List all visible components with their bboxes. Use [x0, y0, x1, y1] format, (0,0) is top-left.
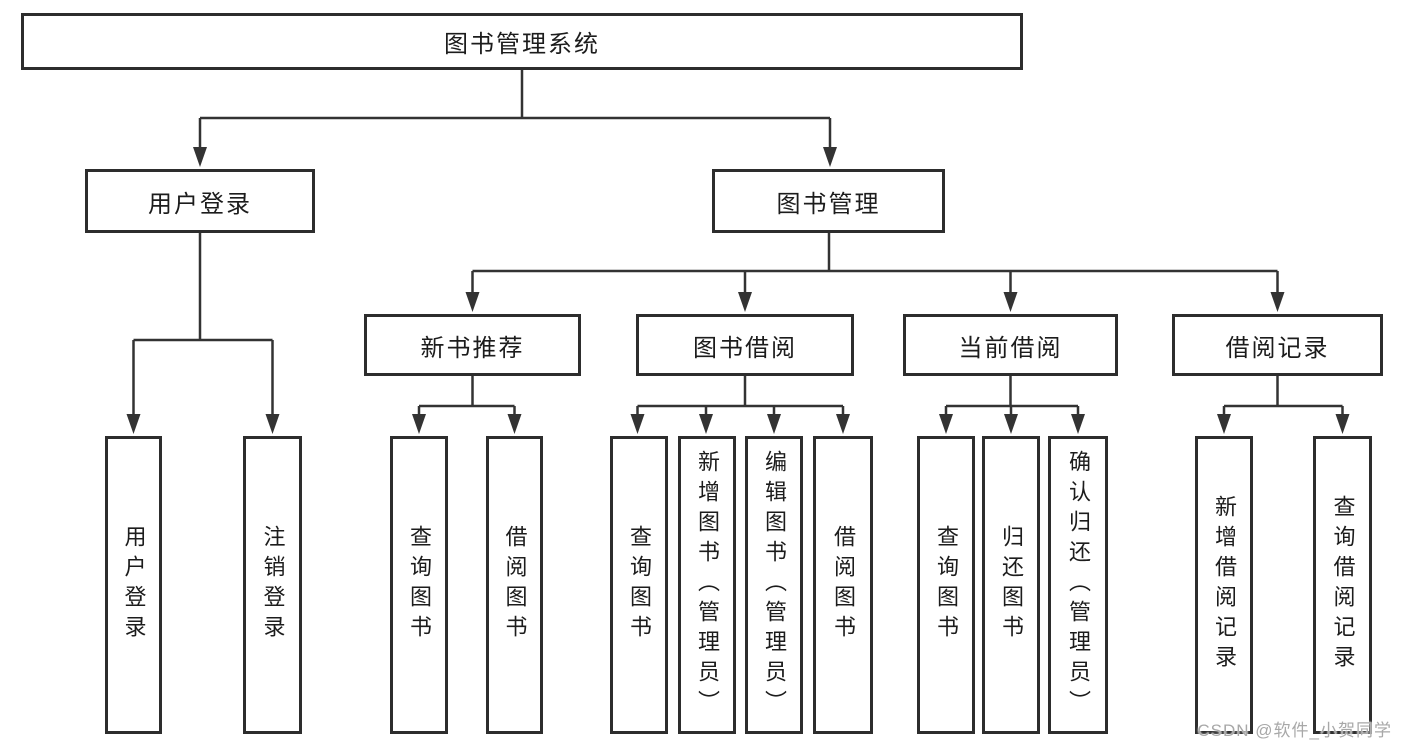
node-label: 新增借阅记录 — [1212, 495, 1237, 675]
connector-current-borrow-children — [939, 376, 1085, 434]
arrow-down-icon — [507, 414, 522, 434]
node-new-book-recommend: 新书推荐 — [364, 314, 581, 376]
node-book-borrow: 图书借阅 — [636, 314, 854, 376]
arrow-down-icon — [1004, 414, 1018, 434]
arrow-down-icon — [738, 292, 752, 312]
arrow-down-icon — [1071, 414, 1085, 434]
node-label: 借阅图书 — [831, 525, 856, 645]
arrow-down-icon — [412, 414, 426, 434]
connector-root-to-level2 — [193, 70, 837, 167]
arrow-down-icon — [836, 414, 850, 434]
node-label: 图书管理 — [776, 190, 881, 218]
arrow-down-icon — [465, 292, 480, 312]
csdn-watermark: CSDN @软件_小贺同学 — [1197, 721, 1392, 740]
arrow-down-icon — [1003, 292, 1018, 312]
node-label: 借阅图书 — [502, 525, 528, 645]
node-label: 查询图书 — [407, 525, 432, 645]
leaf-query-books-borrow: 查询图书 — [610, 436, 668, 734]
connector-book-borrow-children — [630, 376, 850, 434]
arrow-down-icon — [630, 414, 645, 434]
arrow-down-icon — [699, 414, 713, 434]
arrow-down-icon — [823, 147, 837, 167]
leaf-query-books-recommend: 查询图书 — [390, 436, 448, 734]
leaf-query-books-current: 查询图书 — [917, 436, 975, 734]
connector-book-mgmt-children — [465, 233, 1285, 312]
node-label: 注销登录 — [260, 525, 286, 645]
node-label: 查询图书 — [934, 525, 959, 645]
arrow-down-icon — [193, 147, 207, 167]
connector-user-login-children — [126, 233, 280, 434]
arrow-down-icon — [1217, 414, 1231, 434]
leaf-add-borrow-record: 新增借阅记录 — [1195, 436, 1253, 734]
leaf-edit-books-admin: 编辑图书（管理员） — [745, 436, 803, 734]
node-label: 编辑图书（管理员） — [762, 450, 787, 720]
arrow-down-icon — [126, 414, 141, 434]
node-label: 用户登录 — [148, 190, 252, 218]
arrow-down-icon — [1335, 414, 1350, 434]
node-label: 确认归还（管理员） — [1066, 450, 1091, 720]
leaf-borrow-books: 借阅图书 — [813, 436, 873, 734]
leaf-logout: 注销登录 — [243, 436, 302, 734]
node-borrow-records: 借阅记录 — [1172, 314, 1383, 376]
node-label: 新增图书（管理员） — [695, 450, 720, 720]
leaf-return-books: 归还图书 — [982, 436, 1040, 734]
leaf-user-login: 用户登录 — [105, 436, 162, 734]
node-label: 用户登录 — [121, 525, 147, 645]
node-label: 图书借阅 — [693, 334, 797, 362]
node-user-login: 用户登录 — [85, 169, 315, 233]
leaf-confirm-return-admin: 确认归还（管理员） — [1048, 436, 1108, 734]
leaf-borrow-books-recommend: 借阅图书 — [486, 436, 543, 734]
node-label: 归还图书 — [999, 525, 1024, 645]
node-label: 查询图书 — [627, 525, 652, 645]
arrow-down-icon — [939, 414, 953, 434]
arrow-down-icon — [265, 414, 280, 434]
node-label: 当前借阅 — [958, 334, 1063, 362]
node-label: 图书管理系统 — [444, 31, 600, 58]
leaf-add-books-admin: 新增图书（管理员） — [678, 436, 736, 734]
node-label: 新书推荐 — [420, 334, 525, 362]
node-label: 查询借阅记录 — [1330, 495, 1356, 675]
connector-borrow-records-children — [1217, 376, 1350, 434]
arrow-down-icon — [1270, 292, 1285, 312]
node-root-system: 图书管理系统 — [21, 13, 1023, 70]
node-label: 借阅记录 — [1225, 334, 1330, 362]
arrow-down-icon — [767, 414, 781, 434]
node-book-mgmt: 图书管理 — [712, 169, 945, 233]
connector-new-book-children — [412, 376, 522, 434]
leaf-query-borrow-record: 查询借阅记录 — [1313, 436, 1372, 734]
node-current-borrow: 当前借阅 — [903, 314, 1118, 376]
